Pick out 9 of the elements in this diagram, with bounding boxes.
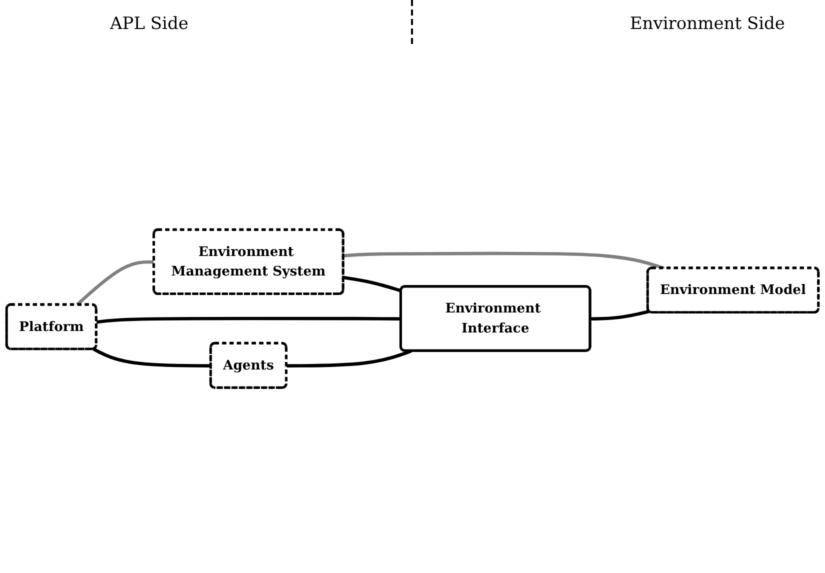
connector xyxy=(96,316,402,324)
side-label: Environment Side xyxy=(630,14,785,34)
connector xyxy=(343,252,665,270)
connector xyxy=(92,348,212,368)
connector xyxy=(590,310,650,320)
connector xyxy=(286,349,412,368)
connector xyxy=(76,260,154,306)
connector xyxy=(343,276,402,292)
side-label: APL Side xyxy=(110,14,188,34)
